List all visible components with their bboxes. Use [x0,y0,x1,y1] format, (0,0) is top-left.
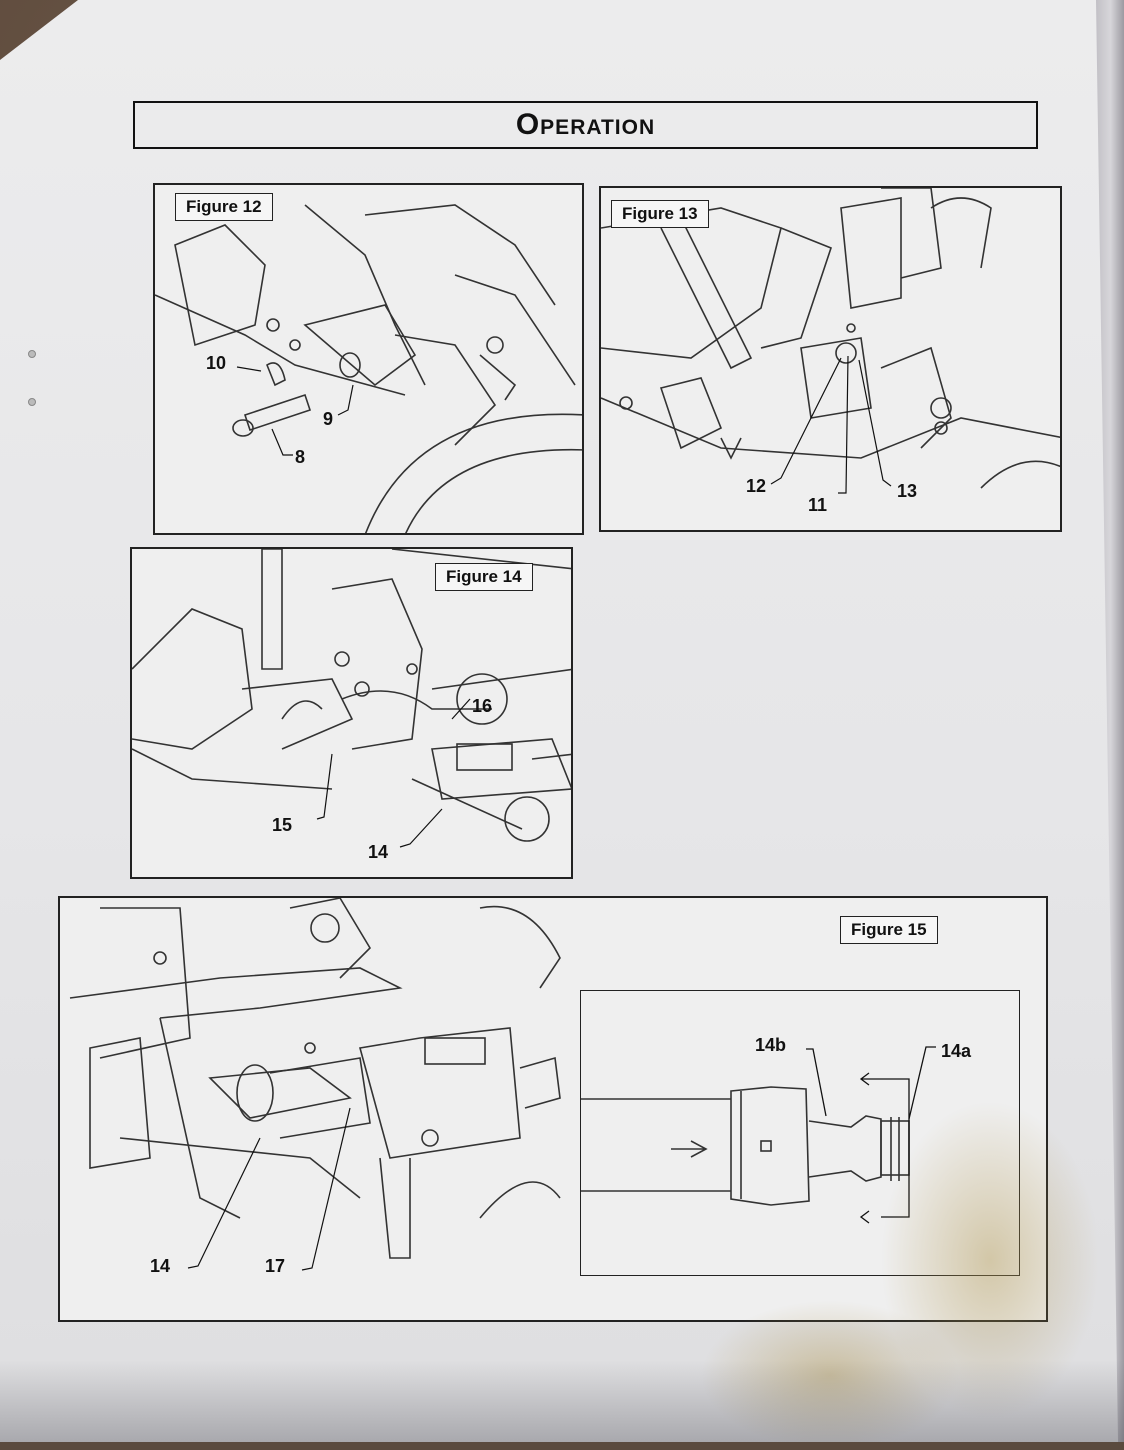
callout-16: 16 [472,696,493,716]
figure-15-inset-illustration [581,1046,936,1224]
binder-hole [28,398,36,406]
stain [880,1100,1100,1420]
callout-15: 15 [272,815,293,835]
figure-15-panel: Figure 15 14 17 [58,896,1048,1322]
callout-17: 17 [265,1256,286,1276]
figure-13-panel: Figure 13 12 11 13 [599,186,1062,532]
callout-14-fig15: 14 [150,1256,171,1276]
callout-12: 12 [746,476,767,496]
binder-hole [28,350,36,358]
callout-14b: 14b [755,1035,787,1055]
page-title: Operation [515,108,656,141]
section-header: Operation [133,101,1038,149]
figure-14-panel: Figure 14 16 15 14 [130,547,573,879]
figure-13-label: Figure 13 [611,200,709,228]
figure-14-illustration [132,549,571,848]
figure-13-illustration [601,188,1060,494]
figure-15-inset: 14b 14a [580,990,1020,1276]
callout-8: 8 [295,447,306,467]
stain [700,1300,960,1442]
figure-14-label: Figure 14 [435,563,533,591]
figure-12-illustration [155,204,582,533]
figure-15-label: Figure 15 [840,916,938,944]
callout-9: 9 [323,409,334,429]
figure-12-panel: Figure 12 10 9 8 [153,183,584,535]
callout-14a: 14a [941,1041,972,1061]
photo-shadow [0,1360,1124,1442]
figure-12-label: Figure 12 [175,193,273,221]
callout-13: 13 [897,481,918,501]
callout-14: 14 [368,842,389,862]
callout-11: 11 [808,495,828,515]
figure-15-illustration [69,898,561,1271]
callout-10: 10 [206,353,227,373]
